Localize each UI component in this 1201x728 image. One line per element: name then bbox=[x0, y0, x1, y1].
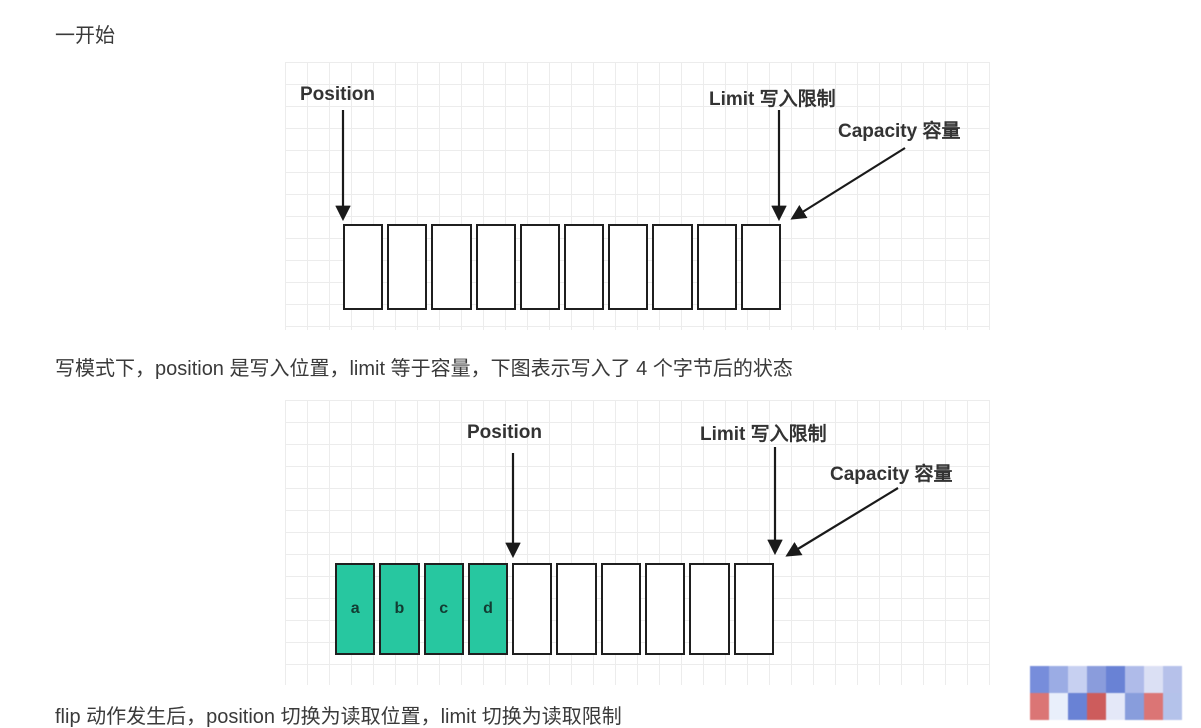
buffer-cell-empty bbox=[689, 563, 730, 655]
position-label: Position bbox=[467, 422, 542, 443]
buffer-cell-empty bbox=[740, 224, 782, 310]
buffer-cell-empty bbox=[343, 224, 384, 310]
watermark-logo bbox=[1030, 666, 1182, 720]
buffer-cell-filled: a bbox=[335, 563, 376, 655]
watermark-pixel bbox=[1049, 666, 1068, 693]
watermark-pixel bbox=[1125, 693, 1144, 720]
buffer-cell-empty bbox=[431, 224, 472, 310]
buffer-cell-empty bbox=[564, 224, 605, 310]
buffer-cell-empty bbox=[608, 224, 649, 310]
buffer-cell-empty bbox=[387, 224, 428, 310]
buffer-cell-empty bbox=[475, 224, 516, 310]
watermark-pixel bbox=[1163, 666, 1182, 693]
watermark-pixel bbox=[1087, 666, 1106, 693]
flip-text: flip 动作发生后，position 切换为读取位置，limit 切换为读取限… bbox=[55, 706, 622, 728]
watermark-pixel bbox=[1144, 666, 1163, 693]
buffer-cell-empty bbox=[652, 224, 693, 310]
capacity-label: Capacity 容量 bbox=[838, 121, 961, 142]
buffer-cell-empty bbox=[512, 563, 553, 655]
capacity-label: Capacity 容量 bbox=[830, 464, 953, 485]
buffer-cell-empty bbox=[600, 563, 642, 655]
watermark-pixel bbox=[1106, 693, 1125, 720]
buffer-cell-filled: b bbox=[379, 563, 420, 655]
limit-label: Limit 写入限制 bbox=[709, 89, 836, 110]
limit-label: Limit 写入限制 bbox=[700, 424, 827, 445]
watermark-pixel bbox=[1068, 666, 1087, 693]
diagram-initial-state: Position Limit 写入限制 Capacity 容量 bbox=[285, 62, 990, 330]
watermark-pixel bbox=[1163, 693, 1182, 720]
buffer-cell-empty bbox=[696, 224, 737, 310]
buffer-cell-empty bbox=[645, 563, 686, 655]
position-label: Position bbox=[300, 84, 375, 105]
watermark-pixel bbox=[1068, 693, 1087, 720]
write-mode-text: 写模式下，position 是写入位置，limit 等于容量，下图表示写入了 4… bbox=[55, 358, 793, 380]
buffer-cell-empty bbox=[733, 563, 774, 655]
buffer-array-initial bbox=[343, 224, 782, 310]
capacity-arrow bbox=[785, 487, 899, 557]
watermark-pixel bbox=[1144, 693, 1163, 720]
watermark-pixel bbox=[1030, 666, 1049, 693]
buffer-cell-filled: c bbox=[423, 563, 464, 655]
watermark-pixel bbox=[1087, 693, 1106, 720]
buffer-cell-empty bbox=[556, 563, 597, 655]
capacity-arrow bbox=[790, 147, 906, 220]
watermark-pixel bbox=[1030, 693, 1049, 720]
watermark-pixel bbox=[1125, 666, 1144, 693]
watermark-pixel bbox=[1049, 693, 1068, 720]
intro-text: 一开始 bbox=[55, 25, 115, 47]
watermark-pixel bbox=[1106, 666, 1125, 693]
buffer-cell-empty bbox=[519, 224, 561, 310]
buffer-cell-filled: d bbox=[467, 563, 509, 655]
